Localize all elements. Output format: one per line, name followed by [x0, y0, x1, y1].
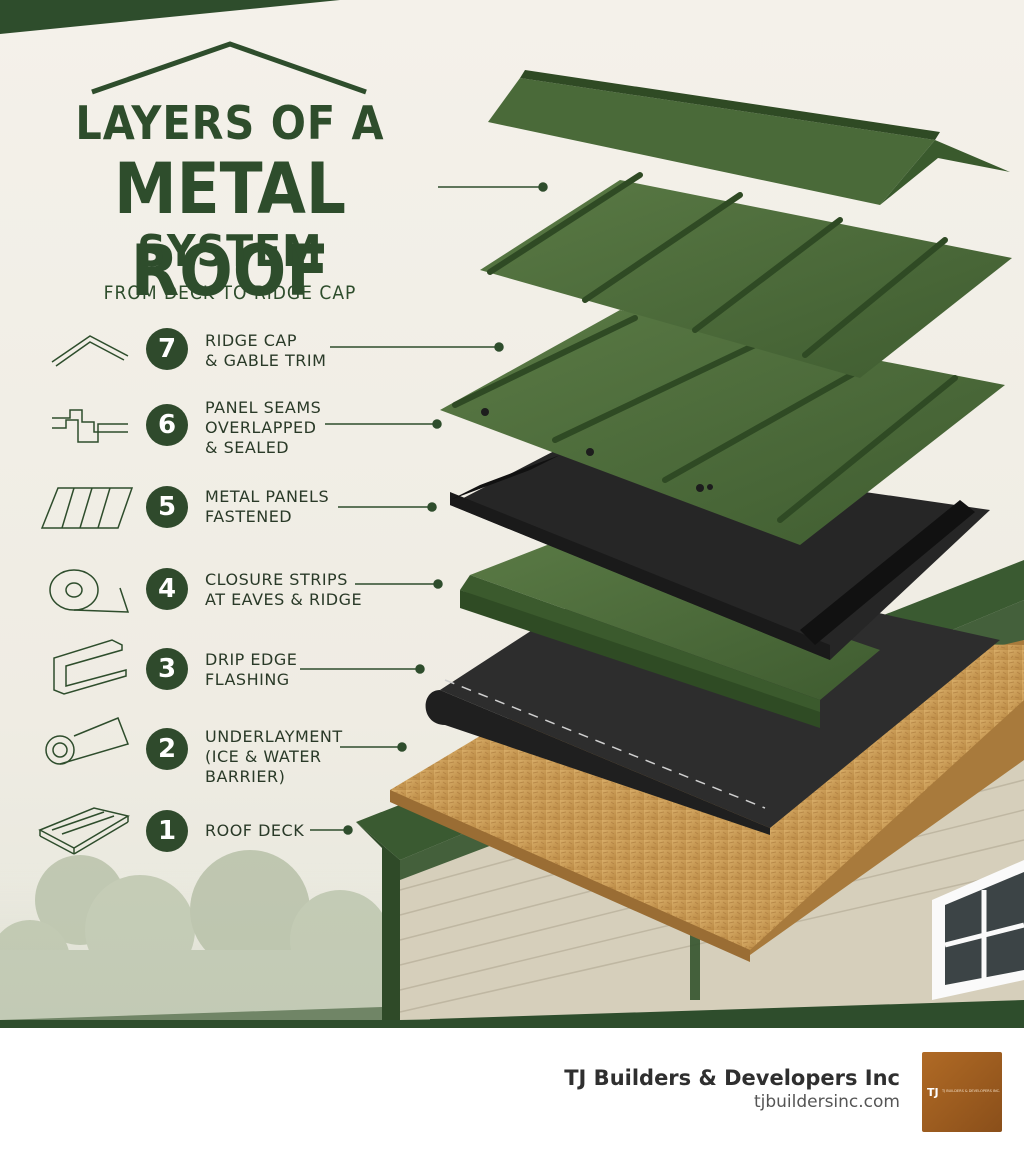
panel-seam-icon — [52, 409, 128, 443]
ridge-cap-layer — [488, 70, 1010, 205]
layer-label: CLOSURE STRIPS AT EAVES & RIDGE — [205, 570, 362, 610]
subtitle: FROM DECK TO RIDGE CAP — [103, 282, 357, 304]
layer-number-badge: 3 — [146, 648, 188, 690]
layer-item-2: 2 UNDERLAYMENT (ICE & WATER BARRIER) — [0, 727, 560, 788]
layer-label-line: FASTENED — [205, 507, 293, 526]
title-line-2: METAL ROOF — [113, 148, 347, 312]
layer-label-line: (ICE & WATER — [205, 747, 322, 766]
layer-label-line: & SEALED — [205, 438, 290, 457]
infographic: LAYERS OF A METAL ROOF SYSTEM FROM DECK … — [0, 0, 1024, 1028]
website-link[interactable]: tjbuildersinc.com — [753, 1092, 900, 1112]
layer-label-line: & GABLE TRIM — [205, 351, 327, 370]
layer-item-4: 4 CLOSURE STRIPS AT EAVES & RIDGE — [0, 566, 560, 626]
metal-panel-icon — [40, 487, 134, 529]
title-line-3: SYSTEM — [137, 226, 323, 277]
layer-label-line: ROOF DECK — [205, 821, 305, 840]
layer-item-5: 5 METAL PANELS FASTENED — [0, 484, 560, 544]
exploded-roof-illustration — [0, 0, 1024, 1028]
layer-number-badge: 5 — [146, 486, 188, 528]
layer-number-badge: 2 — [146, 728, 188, 770]
layer-item-3: 3 DRIP EDGE FLASHING — [0, 648, 560, 708]
layer-number-badge: 1 — [146, 810, 188, 852]
logo-text: TJ BUILDERS & DEVELOPERS INC. — [942, 1089, 1001, 1093]
layer-label-line: DRIP EDGE — [205, 650, 298, 669]
layer-item-1: 1 ROOF DECK — [0, 810, 560, 870]
roof-deck-board-icon — [38, 807, 130, 855]
corner-band — [0, 0, 340, 34]
ridge-cap-icon — [51, 335, 129, 367]
panel-seams-layer — [480, 172, 1012, 378]
layer-number-badge: 7 — [146, 328, 188, 370]
closure-strip-roll-icon — [49, 569, 130, 613]
underlayment-roll-icon — [45, 717, 129, 765]
logo-mark: TJ — [927, 1086, 939, 1099]
layer-label: METAL PANELS FASTENED — [205, 487, 329, 527]
layer-number-badge: 4 — [146, 568, 188, 610]
layer-label: PANEL SEAMS OVERLAPPED & SEALED — [205, 398, 321, 458]
layer-label-line: METAL PANELS — [205, 487, 330, 506]
footer — [0, 1028, 1024, 1154]
layer-label-line: BARRIER) — [205, 767, 286, 786]
drip-edge-layer — [460, 540, 880, 728]
company-logo: TJ TJ BUILDERS & DEVELOPERS INC. — [922, 1052, 1002, 1132]
background-trees — [0, 850, 430, 1020]
company-name: TJ Builders & Developers Inc — [564, 1066, 900, 1090]
leader-lines — [300, 182, 548, 835]
layer-label-line: RIDGE CAP — [205, 331, 298, 350]
layer-label-line: OVERLAPPED — [205, 418, 317, 437]
layer-label-line: CLOSURE STRIPS — [205, 570, 348, 589]
layer-number-badge: 6 — [146, 404, 188, 446]
roof-outline-icon — [91, 41, 367, 95]
layer-label: ROOF DECK — [205, 821, 304, 841]
drip-edge-icon — [53, 639, 127, 695]
layer-label-line: UNDERLAYMENT — [205, 727, 343, 746]
layer-label-line: FLASHING — [205, 670, 290, 689]
layer-item-7: 7 RIDGE CAP & GABLE TRIM — [0, 326, 560, 386]
layer-label-line: AT EAVES & RIDGE — [205, 590, 363, 609]
layer-label: RIDGE CAP & GABLE TRIM — [205, 331, 326, 371]
title-line-1: LAYERS OF A — [75, 96, 385, 150]
layer-item-6: 6 PANEL SEAMS OVERLAPPED & SEALED — [0, 398, 560, 464]
layer-label: DRIP EDGE FLASHING — [205, 650, 297, 690]
layer-label-line: PANEL SEAMS — [205, 398, 322, 417]
layer-label: UNDERLAYMENT (ICE & WATER BARRIER) — [205, 727, 343, 787]
